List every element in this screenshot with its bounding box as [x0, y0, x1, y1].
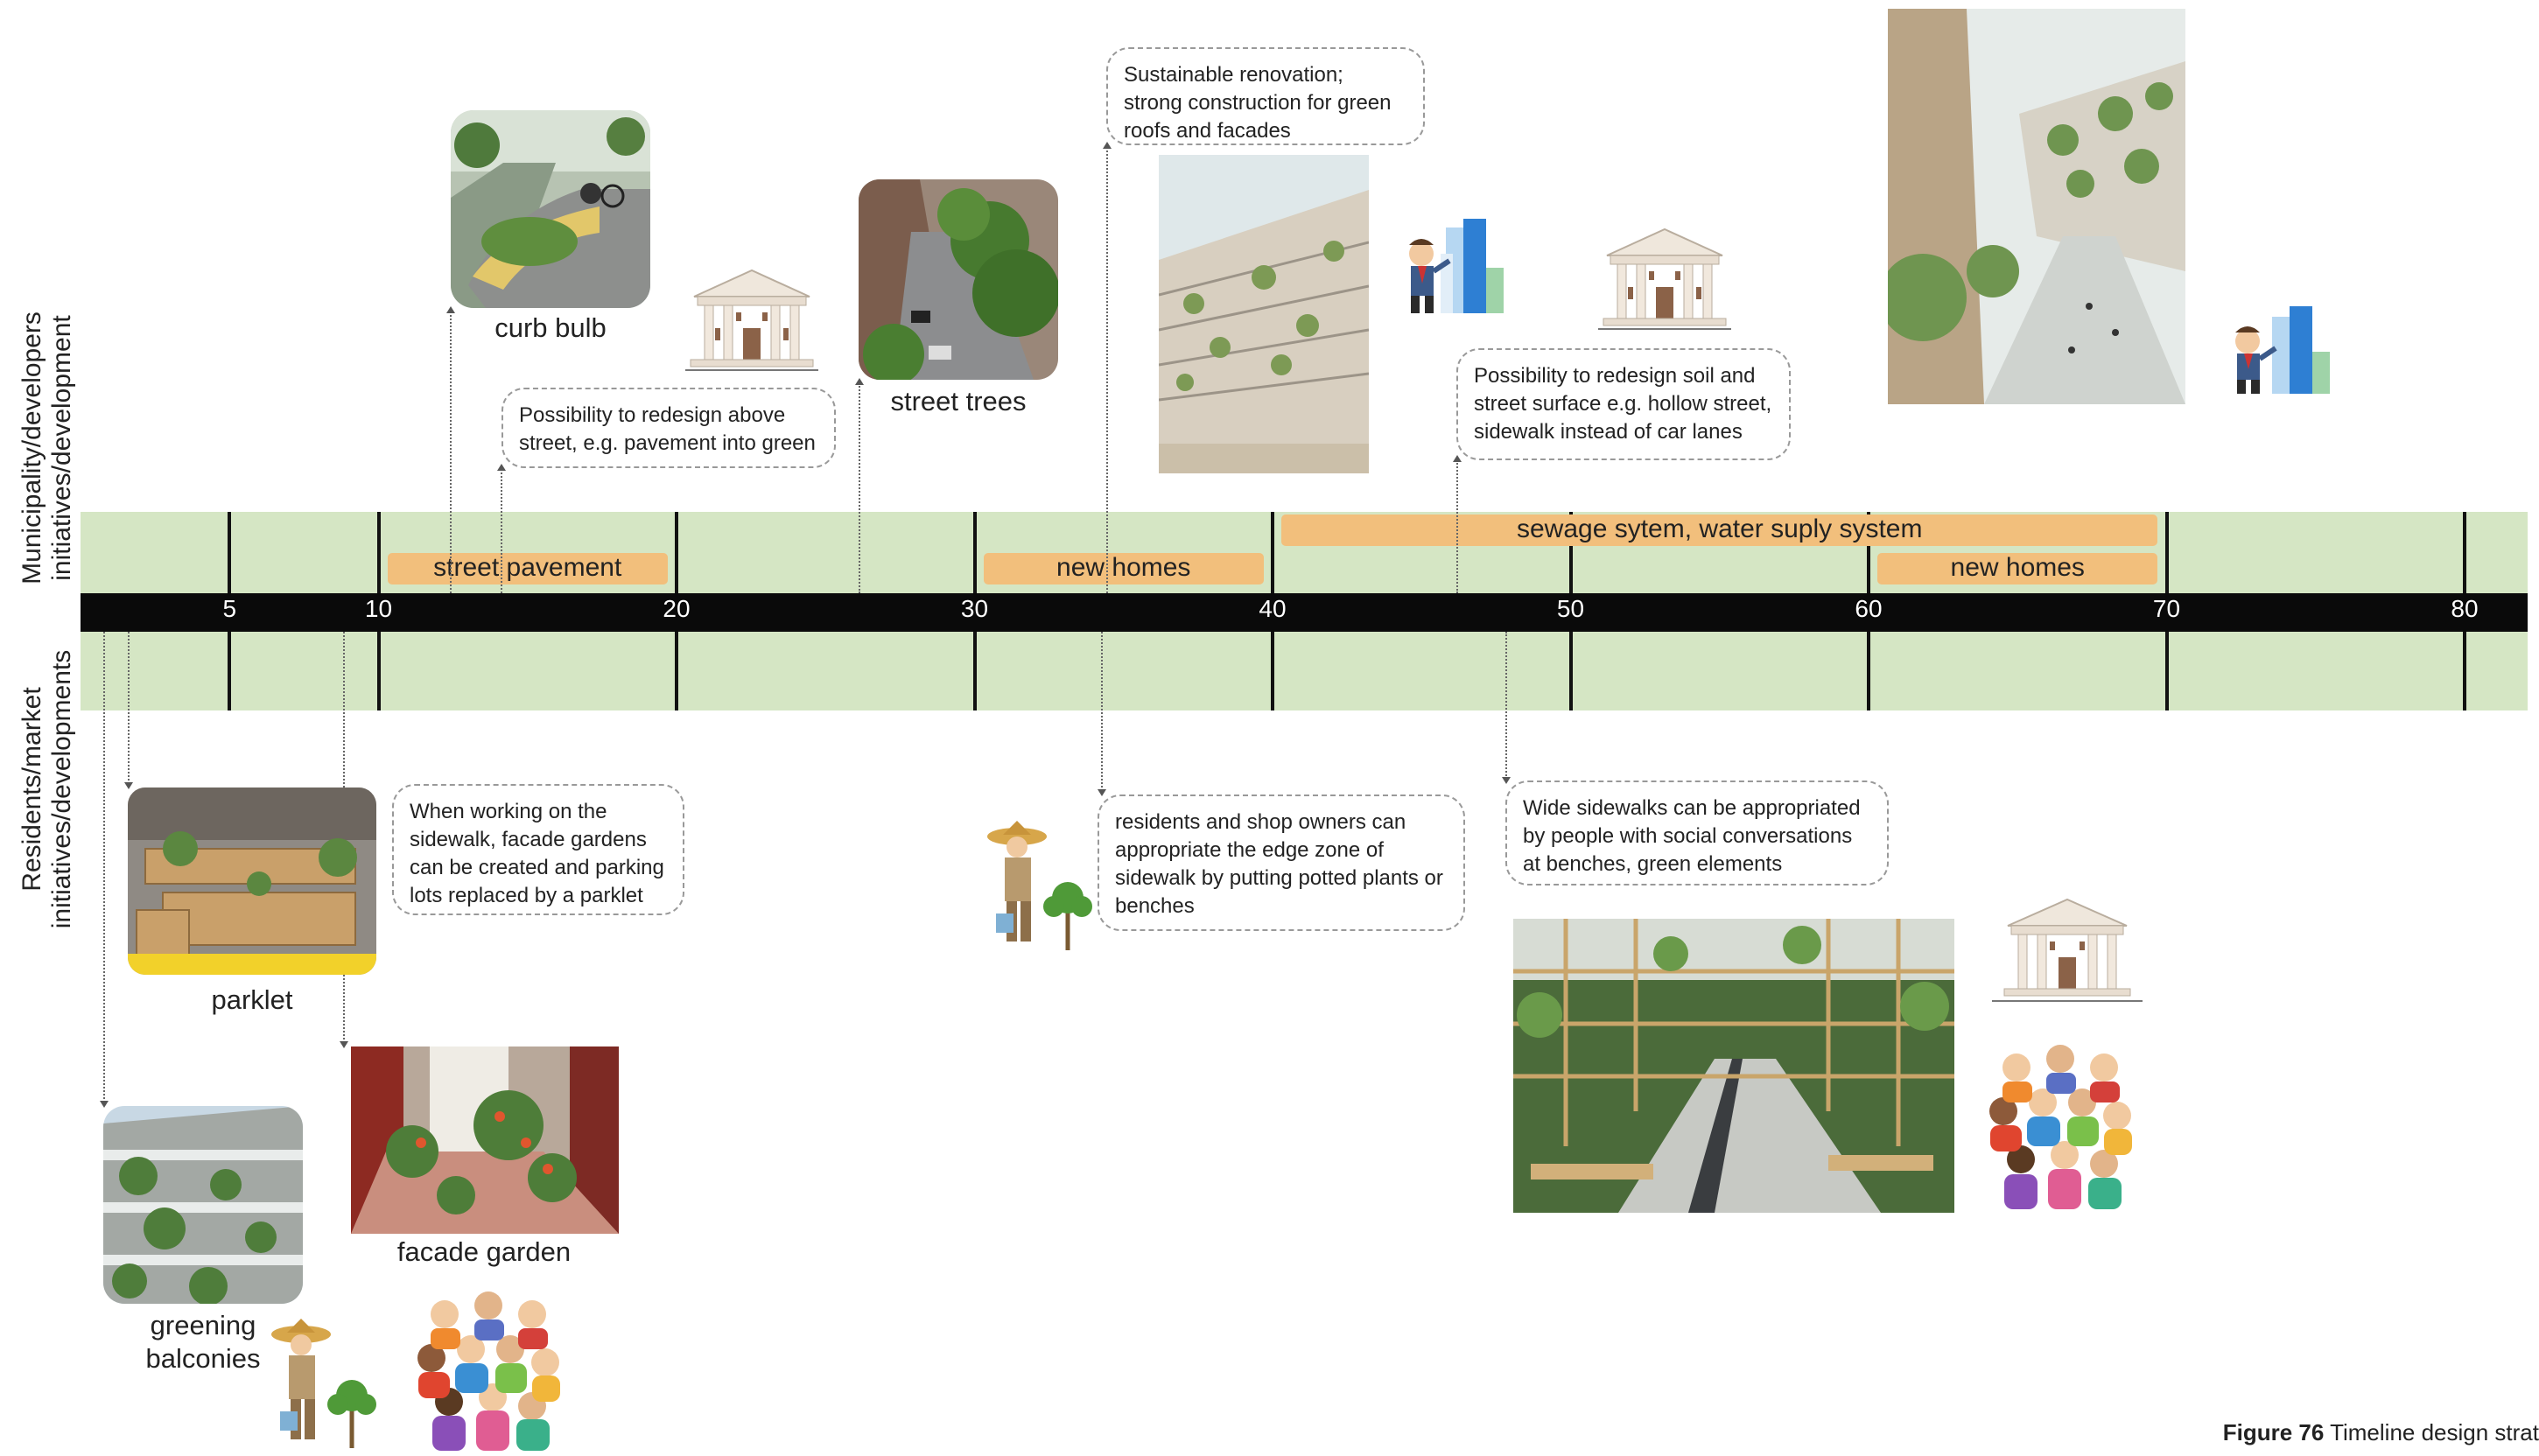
tick-label: 5 — [222, 595, 237, 622]
street-trees-caption: street trees — [890, 386, 1027, 416]
street-trees-photo — [859, 179, 1058, 380]
timeline-axis — [81, 593, 2528, 632]
note-residents-shop: residents and shop owners can appropriat… — [1098, 794, 1465, 931]
leader-street-trees — [855, 378, 864, 593]
note-wide-sidewalks: Wide sidewalks can be appropriated by pe… — [1505, 780, 1889, 886]
row-label-residents: Residents/market initiatives/development… — [18, 649, 76, 929]
gardener-icon — [268, 1317, 382, 1456]
tick-label: 70 — [2152, 595, 2181, 622]
developer-icon-2 — [2227, 306, 2349, 407]
parklet-photo — [128, 788, 376, 975]
leader-greening-balconies — [100, 632, 109, 1108]
note-sustainable: Sustainable renovation; strong construct… — [1106, 47, 1425, 145]
developer-icon — [1400, 219, 1523, 326]
leader-residents-shop — [1098, 632, 1106, 796]
tick-label: 10 — [364, 595, 393, 622]
leader-curb-bulb — [446, 306, 455, 593]
wide-sidewalks-photo — [1513, 919, 1954, 1213]
leader-sustainable — [1103, 142, 1112, 593]
timeline-bar: new homes — [983, 553, 1264, 584]
timeline-bar: sewage sytem, water suply system — [1281, 514, 2158, 546]
figure-title: Timeline design strat — [2330, 1419, 2539, 1446]
curb-bulb-caption: curb bulb — [494, 312, 607, 343]
figure-caption: Figure 76 Timeline design strat — [2223, 1419, 2539, 1446]
facade-garden-photo — [351, 1046, 619, 1234]
municipality-building-icon — [685, 267, 818, 378]
people-crowd-icon — [410, 1279, 564, 1455]
timeline-bar: new homes — [1877, 553, 2158, 584]
tick-label: 50 — [1556, 595, 1585, 622]
tick-label: 80 — [2451, 595, 2479, 622]
row-label-municipality: Municipality/developers initiatives/deve… — [18, 312, 76, 584]
tick-label: 30 — [960, 595, 989, 622]
leader-redesign-above — [497, 464, 506, 593]
sustainable-renovation-render — [1159, 155, 1369, 473]
note-working-sidewalk: When working on the sidewalk, facade gar… — [392, 784, 684, 915]
residents-band — [81, 632, 2528, 710]
curb-bulb-photo — [451, 110, 650, 308]
leader-wide-sidewalks — [1502, 632, 1511, 784]
figure-number: Figure 76 — [2222, 1419, 2325, 1446]
municipality-building-icon-2 — [1598, 226, 1731, 337]
green-street-render — [1888, 9, 2185, 404]
timeline-bar: street pavement — [387, 553, 668, 584]
parklet-caption: parklet — [211, 984, 293, 1015]
greening-balconies-photo — [103, 1106, 303, 1304]
note-redesign-above: Possibility to redesign above street, e.… — [501, 388, 836, 468]
note-redesign-soil: Possibility to redesign soil and street … — [1456, 348, 1791, 460]
greening-balconies-caption: greening balconies — [145, 1310, 261, 1374]
tick-label: 60 — [1855, 595, 1883, 622]
gardener-icon-2 — [984, 819, 1098, 958]
tick-label: 20 — [663, 595, 691, 622]
leader-parklet — [124, 632, 133, 789]
people-crowd-icon-2 — [1981, 1032, 2136, 1217]
tick-label: 40 — [1259, 595, 1287, 622]
municipality-building-icon-3 — [1992, 896, 2143, 1011]
leader-redesign-soil — [1453, 455, 1462, 593]
facade-garden-caption: facade garden — [396, 1236, 572, 1267]
